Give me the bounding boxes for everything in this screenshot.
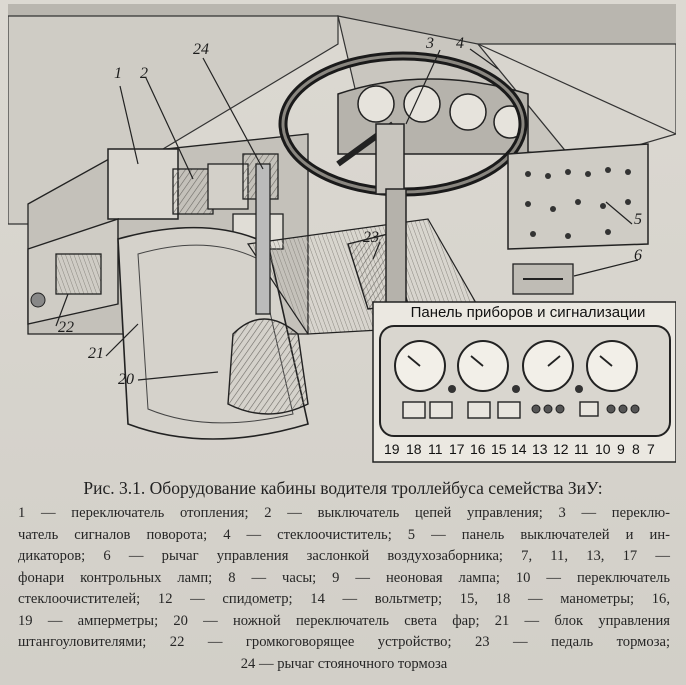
- inset-label-16: 16: [470, 441, 486, 457]
- callout-21: 21: [88, 345, 104, 362]
- caption-line: фонари контрольных ламп; 8 — часы; 9 — н…: [18, 569, 670, 586]
- inset-label-15: 15: [491, 441, 507, 457]
- figure-caption-body: 1 — переключатель отопления; 2 — выключа…: [18, 503, 670, 675]
- callout-23: 23: [363, 229, 379, 246]
- caption-line: чатель сигналов поворота; 4 — стеклоочис…: [18, 526, 670, 543]
- inset-label-11a: 11: [428, 441, 443, 457]
- callout-5: 5: [634, 211, 642, 228]
- inset-label-19: 19: [384, 441, 400, 457]
- inset-label-10: 10: [595, 441, 611, 457]
- callout-6: 6: [634, 247, 642, 264]
- caption-line: 19 — амперметры; 20 — ножной переключате…: [18, 612, 670, 629]
- inset-label-7: 7: [647, 441, 655, 457]
- inset-label-9: 9: [617, 441, 625, 457]
- inset-label-11b: 11: [574, 441, 589, 457]
- callout-20: 20: [118, 371, 134, 388]
- inset-label-17: 17: [449, 441, 465, 457]
- figure-caption-title: Рис. 3.1. Оборудование кабины водителя т…: [83, 478, 603, 498]
- caption-line: 1 — переключатель отопления; 2 — выключа…: [18, 505, 670, 521]
- panel-title: Панель приборов и сигнализации: [410, 304, 646, 321]
- callout-22: 22: [58, 319, 74, 336]
- caption-line: штангоуловителями; 22 — громкоговорящее …: [18, 634, 670, 650]
- cab-illustration: 1 2 24 3 4 5 6 23 22 21 20 Панель прибор…: [8, 4, 676, 474]
- caption-line: 24 — рычаг стояночного тормоза: [240, 655, 448, 672]
- cab-drawing: [8, 4, 676, 463]
- callout-3: 3: [426, 35, 434, 52]
- inset-label-8: 8: [632, 441, 640, 457]
- callout-4: 4: [456, 35, 464, 52]
- caption-line: дикаторов; 6 — рычаг управления заслонко…: [18, 548, 670, 564]
- callout-1: 1: [114, 65, 122, 82]
- inset-label-14: 14: [511, 441, 527, 457]
- inset-label-13: 13: [532, 441, 548, 457]
- callout-2: 2: [140, 65, 148, 82]
- caption-line: стеклоочистителей; 12 — спидометр; 14 — …: [18, 591, 670, 607]
- inset-label-12: 12: [553, 441, 569, 457]
- inset-label-18: 18: [406, 441, 422, 457]
- callout-24: 24: [193, 41, 209, 58]
